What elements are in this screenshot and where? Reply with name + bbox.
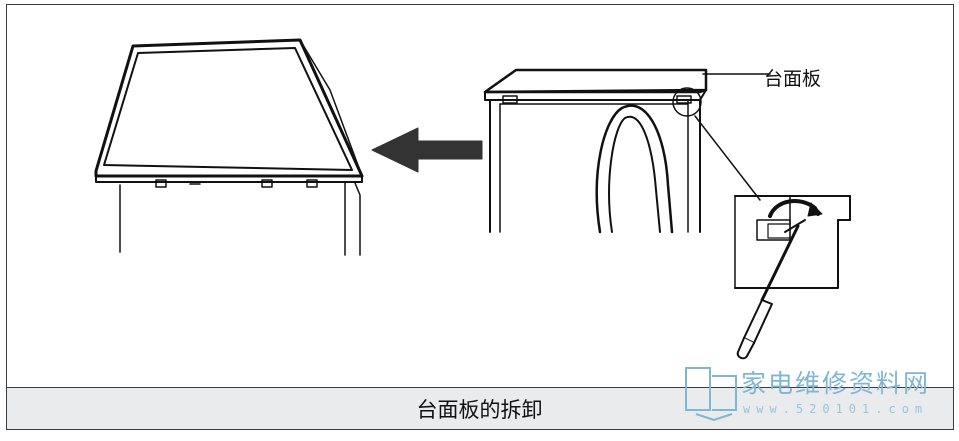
- washer-with-top-panel: [483, 68, 771, 234]
- watermark-brand: 家电维修资料网: [741, 369, 931, 398]
- detail-inset: [694, 115, 851, 360]
- removed-top-panel: [94, 38, 364, 256]
- figure-caption: 台面板的拆卸: [416, 398, 543, 422]
- watermark-url: www.520101.com: [743, 402, 929, 416]
- watermark-logo-icon: [685, 367, 737, 422]
- caption-band: [7, 387, 953, 429]
- top-panel-callout-label: 台面板: [764, 68, 822, 90]
- direction-arrow: [371, 127, 483, 173]
